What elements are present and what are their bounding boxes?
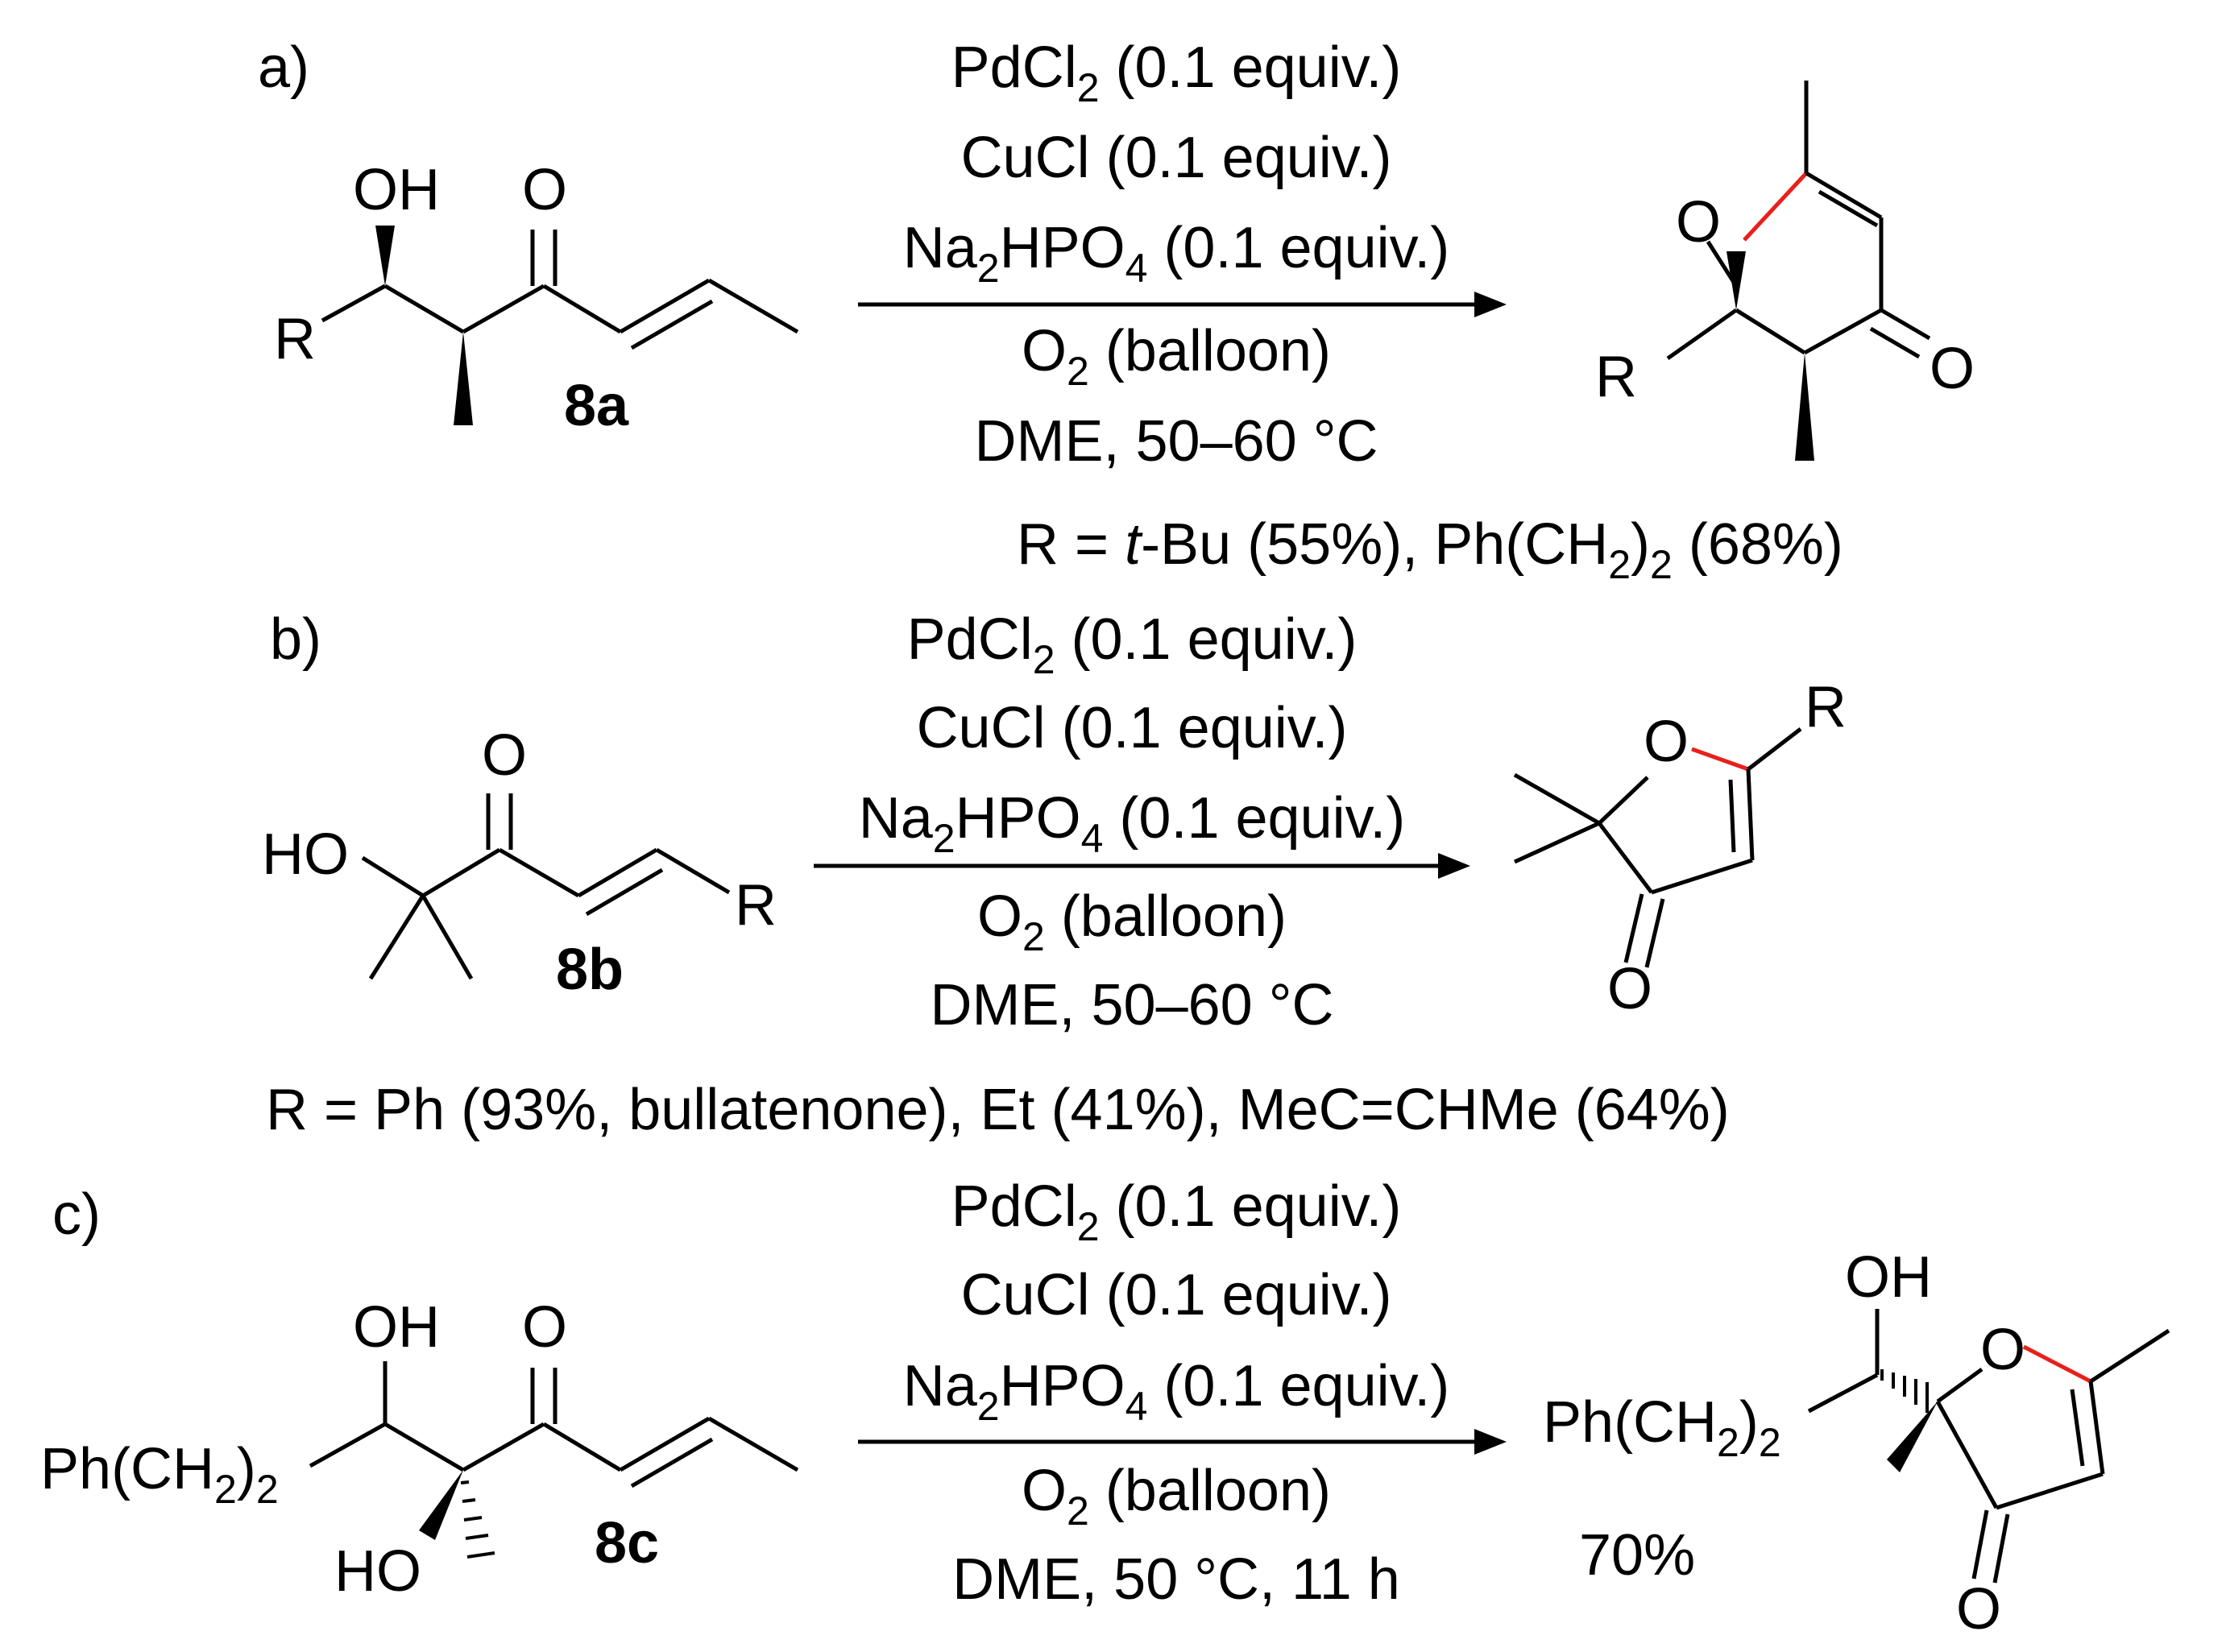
- compound-8c-label: 8c: [595, 1511, 659, 1575]
- conditions-a-line-2: CuCl (0.1 equiv.): [961, 126, 1392, 190]
- panel-a: a) OH O R 8a PdCl2 (0.1 equiv.) CuCl (0.…: [258, 35, 1975, 587]
- product-b-ketone-o-label: O: [1607, 957, 1652, 1021]
- conditions-b-line-3: Na2HPO4 (0.1 equiv.): [859, 786, 1406, 861]
- reactant-8c: OH O HO Ph(CH2)2 8c: [40, 1295, 799, 1604]
- conditions-c: PdCl2 (0.1 equiv.) CuCl (0.1 equiv.) Na2…: [858, 1174, 1507, 1612]
- 8c-ketone-o-label: O: [522, 1295, 567, 1360]
- 8a-oh-label: OH: [353, 158, 440, 222]
- conditions-c-line-3: Na2HPO4 (0.1 equiv.): [903, 1354, 1450, 1429]
- conditions-b-line-5: DME, 50–60 °C: [930, 973, 1333, 1037]
- 8a-r-label: R: [274, 307, 316, 371]
- panel-b: b) HO O R 8b PdCl2 (0.1 equiv.) CuCl (0.…: [262, 607, 1847, 1142]
- result-b: R = Ph (93%, bullatenone), Et (41%), MeC…: [266, 1078, 1730, 1142]
- conditions-a: PdCl2 (0.1 equiv.) CuCl (0.1 equiv.) Na2…: [858, 35, 1507, 474]
- conditions-b-line-1: PdCl2 (0.1 equiv.): [907, 607, 1358, 682]
- compound-8b-label: 8b: [556, 938, 624, 1002]
- product-c: OH O O Ph(CH2)2: [1543, 1245, 2170, 1642]
- conditions-a-line-3: Na2HPO4 (0.1 equiv.): [903, 216, 1450, 291]
- 8b-ketone-o-label: O: [482, 723, 527, 788]
- product-c-phch2-label: Ph(CH2)2: [1543, 1390, 1781, 1465]
- 8c-phch2-label: Ph(CH2)2: [40, 1437, 279, 1512]
- 8a-ketone-o-label: O: [522, 158, 567, 222]
- result-a: R = t-Bu (55%), Ph(CH2)2 (68%): [1017, 512, 1843, 587]
- conditions-c-line-4: O2 (balloon): [1022, 1459, 1331, 1534]
- product-c-hashed-bond: [1880, 1369, 1929, 1413]
- 8c-hashed-methyl: [460, 1480, 495, 1559]
- 8b-ho-label: HO: [262, 822, 349, 887]
- compound-8a-label: 8a: [564, 374, 629, 438]
- conditions-a-line-1: PdCl2 (0.1 equiv.): [951, 35, 1402, 110]
- panel-a-label: a): [258, 35, 309, 100]
- conditions-b-line-4: O2 (balloon): [977, 884, 1287, 959]
- conditions-b-line-2: CuCl (0.1 equiv.): [917, 696, 1348, 760]
- product-a-ring-o-label: O: [1676, 190, 1721, 255]
- panel-b-label: b): [270, 607, 321, 672]
- product-b-r-label: R: [1805, 675, 1847, 739]
- conditions-b: PdCl2 (0.1 equiv.) CuCl (0.1 equiv.) Na2…: [814, 607, 1470, 1037]
- 8c-ho-label: HO: [334, 1539, 421, 1604]
- panel-c: c) OH O HO Ph(CH2)2 8c: [40, 1174, 2170, 1642]
- conditions-a-line-4: O2 (balloon): [1022, 319, 1331, 394]
- 8b-r-label: R: [735, 873, 777, 938]
- conditions-c-line-5: DME, 50 °C, 11 h: [952, 1547, 1400, 1612]
- product-b: O O R: [1513, 675, 1847, 1021]
- product-c-oh-label: OH: [1845, 1245, 1932, 1310]
- reactant-8b: HO O R 8b: [262, 723, 777, 1002]
- product-c-ketone-o-label: O: [1956, 1577, 2001, 1642]
- result-c: 70%: [1579, 1523, 1695, 1588]
- product-b-ring-o-label: O: [1644, 710, 1689, 774]
- panel-c-label: c): [52, 1182, 101, 1247]
- conditions-c-line-1: PdCl2 (0.1 equiv.): [951, 1174, 1402, 1249]
- reactant-8a: OH O R 8a: [274, 158, 799, 438]
- product-a-ketone-o-label: O: [1930, 337, 1975, 401]
- product-c-ring-o-label: O: [1980, 1318, 2025, 1382]
- 8c-oh-label: OH: [353, 1295, 440, 1360]
- conditions-a-line-5: DME, 50–60 °C: [974, 409, 1378, 474]
- conditions-c-line-2: CuCl (0.1 equiv.): [961, 1263, 1392, 1327]
- product-a: O O R: [1595, 81, 1975, 461]
- product-a-r-label: R: [1595, 345, 1637, 409]
